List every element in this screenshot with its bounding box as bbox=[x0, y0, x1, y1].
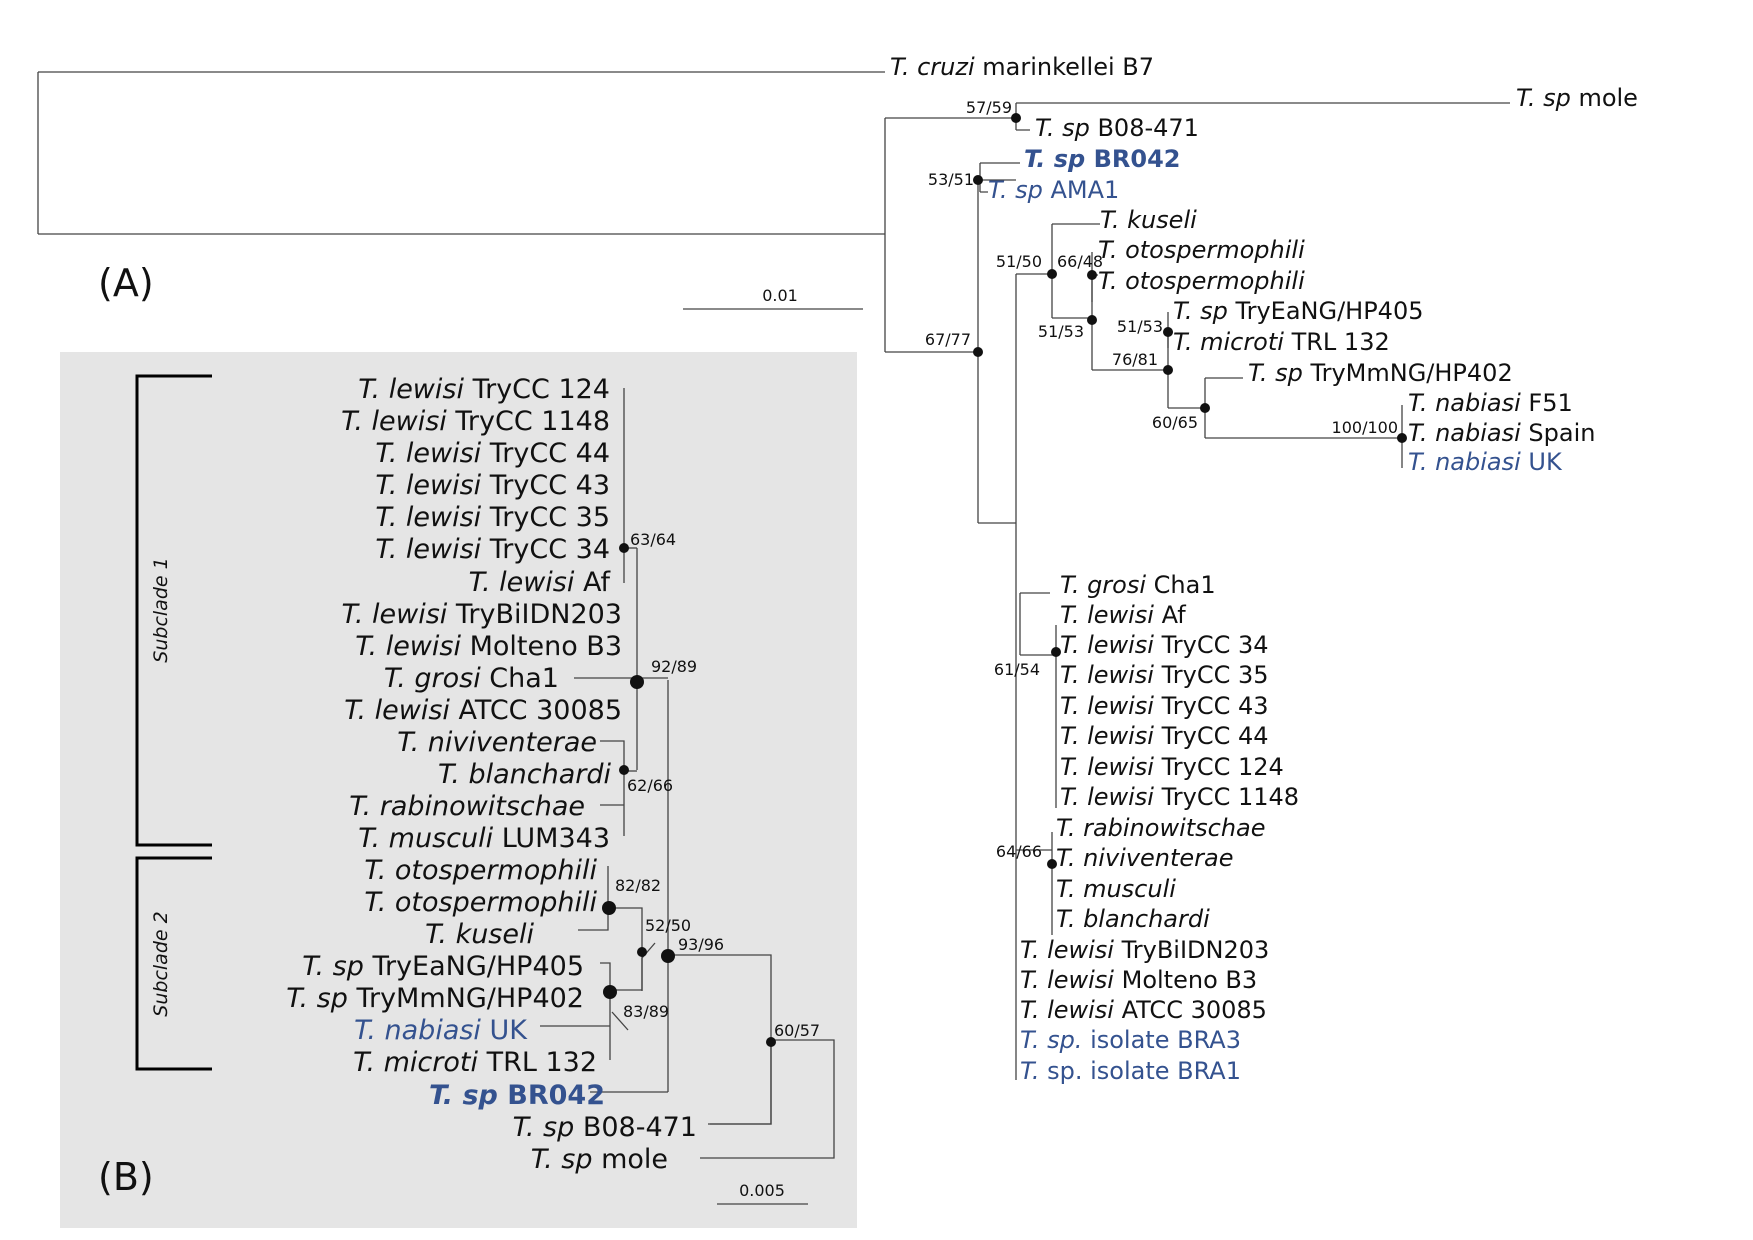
tip-label: T. lewisi TryCC 35 bbox=[1060, 661, 1269, 689]
support-label: 60/65 bbox=[1152, 413, 1198, 432]
tip-label: T. microti TRL 132 bbox=[1173, 328, 1390, 356]
panel-a-scale-label: 0.01 bbox=[762, 286, 798, 305]
tip-label: T. lewisi TryCC 43 bbox=[1060, 692, 1269, 720]
tip-label: T. sp. isolate BRA1 bbox=[1020, 1057, 1241, 1085]
panel-b-nodes bbox=[602, 543, 776, 1047]
tip-label: T. lewisi Molteno B3 bbox=[1020, 966, 1257, 994]
tip-label: T. lewisi Af bbox=[1060, 601, 1186, 629]
tip-label: T. lewisi TryBiIDN203 bbox=[342, 599, 622, 630]
tip-label: T. rabinowitschae bbox=[1056, 814, 1266, 842]
tip-label: T. otospermophili bbox=[1098, 267, 1305, 295]
tip-label: T. microti TRL 132 bbox=[353, 1047, 597, 1078]
tip-label: T. otospermophili bbox=[364, 855, 597, 886]
support-label: 53/51 bbox=[928, 170, 974, 189]
tip-label: T. nabiasi UK bbox=[354, 1015, 528, 1046]
support-label: 62/66 bbox=[627, 776, 673, 795]
support-label: 64/66 bbox=[996, 842, 1042, 861]
tip-label: T. lewisi Molteno B3 bbox=[355, 631, 622, 662]
tip-label: T. blanchardi bbox=[1056, 905, 1210, 933]
support-label: 52/50 bbox=[645, 916, 691, 935]
support-label: 51/53 bbox=[1038, 322, 1084, 341]
tip-label: T. sp B08-471 bbox=[513, 1112, 697, 1143]
panel-a-label: (A) bbox=[98, 261, 154, 305]
support-label: 76/81 bbox=[1112, 350, 1158, 369]
tip-label: T. sp B08-471 bbox=[1035, 114, 1199, 142]
tip-label: T. lewisi TryCC 44 bbox=[375, 438, 610, 469]
support-label: 82/82 bbox=[615, 876, 661, 895]
tip-label: T. lewisi ATCC 30085 bbox=[344, 695, 622, 726]
tip-label: T. sp AMA1 bbox=[988, 176, 1119, 204]
support-label: 61/54 bbox=[994, 660, 1040, 679]
tip-label: T. otospermophili bbox=[364, 887, 597, 918]
tip-label: T. cruzi marinkellei B7 bbox=[890, 53, 1154, 81]
tip-label: T. sp mole bbox=[1516, 84, 1638, 112]
support-label: 57/59 bbox=[966, 98, 1012, 117]
tip-label: T. otospermophili bbox=[1098, 236, 1305, 264]
tip-label: T. lewisi TryCC 43 bbox=[375, 470, 610, 501]
tip-label: T. kuseli bbox=[425, 919, 534, 950]
tip-label: T. niviventerae bbox=[397, 727, 597, 758]
tip-label: T. nabiasi F51 bbox=[1408, 389, 1573, 417]
tip-label: T. lewisi Af bbox=[469, 567, 612, 598]
support-label: 51/53 bbox=[1117, 317, 1163, 336]
tip-label: T. sp TryMmNG/HP402 bbox=[1248, 359, 1513, 387]
tip-label: T. kuseli bbox=[1100, 206, 1197, 234]
support-label: 51/50 bbox=[996, 252, 1042, 271]
tip-label: T. lewisi TryCC 1148 bbox=[341, 406, 610, 437]
tip-label: T. sp TryEaNG/HP405 bbox=[1173, 297, 1424, 325]
tip-label: T. musculi bbox=[1056, 875, 1176, 903]
subclade-1-label: Subclade 1 bbox=[150, 557, 172, 662]
tip-label: T. musculi LUM343 bbox=[358, 823, 610, 854]
tip-label: T. rabinowitschae bbox=[349, 791, 585, 822]
subclade-2-label: Subclade 2 bbox=[150, 911, 172, 1016]
tip-label: T. sp mole bbox=[531, 1144, 668, 1175]
tip-label: T. nabiasi Spain bbox=[1408, 419, 1595, 447]
panel-b-branches bbox=[540, 388, 835, 1159]
tip-label: T. lewisi TryCC 35 bbox=[375, 502, 610, 533]
panel-b-label: (B) bbox=[98, 1155, 154, 1199]
support-label: 67/77 bbox=[925, 330, 971, 349]
tip-label: T. niviventerae bbox=[1056, 844, 1234, 872]
support-label: 92/89 bbox=[651, 657, 697, 676]
tip-label: T. nabiasi UK bbox=[1408, 448, 1563, 476]
tip-label: T. lewisi ATCC 30085 bbox=[1020, 996, 1267, 1024]
tip-label: T. lewisi TryCC 124 bbox=[358, 374, 610, 405]
panel-b-scale-label: 0.005 bbox=[739, 1181, 785, 1200]
tip-label: T. sp. isolate BRA3 bbox=[1020, 1026, 1241, 1054]
support-label: 60/57 bbox=[774, 1021, 820, 1040]
tip-label: T. lewisi TryCC 1148 bbox=[1060, 783, 1299, 811]
tip-label: T. grosi Cha1 bbox=[384, 663, 559, 694]
tip-label: T. blanchardi bbox=[438, 759, 611, 790]
panel-a-nodes bbox=[973, 113, 1407, 869]
tip-label: T. lewisi TryCC 44 bbox=[1060, 722, 1269, 750]
panel-a-support: 57/59 53/51 51/50 66/48 51/53 51/53 76/8… bbox=[925, 98, 1398, 861]
tip-label: T. lewisi TryCC 34 bbox=[1060, 631, 1269, 659]
panel-b-support: 63/64 92/89 62/66 82/82 52/50 93/96 83/8… bbox=[615, 530, 820, 1040]
tip-label: T. sp TryMmNG/HP402 bbox=[286, 983, 584, 1014]
tip-label: T. lewisi TryCC 34 bbox=[375, 534, 610, 565]
support-label: 66/48 bbox=[1057, 252, 1103, 271]
support-label: 93/96 bbox=[678, 935, 724, 954]
subclade-brackets: Subclade 1 Subclade 2 bbox=[135, 374, 212, 1071]
support-label: 63/64 bbox=[630, 530, 676, 549]
tip-label: T. lewisi TryBiIDN203 bbox=[1020, 936, 1269, 964]
tip-label: T. grosi Cha1 bbox=[1060, 571, 1216, 599]
panel-a-tips: T. cruzi marinkellei B7 T. sp mole T. sp… bbox=[890, 53, 1638, 1085]
tip-label: T. lewisi TryCC 124 bbox=[1060, 753, 1284, 781]
tip-label-highlight: T. sp BR042 bbox=[1024, 145, 1180, 173]
tip-label-highlight: T. sp BR042 bbox=[429, 1080, 605, 1111]
panel-b-tips: T. lewisi TryCC 124 T. lewisi TryCC 1148… bbox=[286, 374, 697, 1175]
tip-label: T. sp TryEaNG/HP405 bbox=[302, 951, 584, 982]
support-label: 100/100 bbox=[1332, 418, 1398, 437]
support-label: 83/89 bbox=[623, 1002, 669, 1021]
panel-b-background bbox=[60, 352, 857, 1228]
